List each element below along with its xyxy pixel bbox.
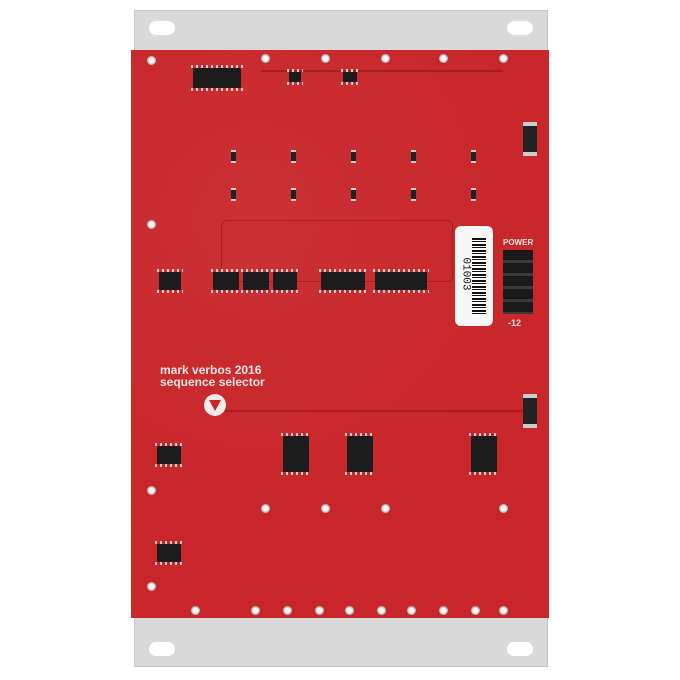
barcode-number: 01003: [459, 257, 472, 291]
solder-pad: [377, 606, 386, 615]
solder-pad: [381, 54, 390, 63]
power-polarity-label: -12: [508, 318, 522, 328]
ic-chip: [345, 433, 375, 475]
solder-pad: [499, 606, 508, 615]
transistor: [411, 150, 416, 163]
transistor: [291, 150, 296, 163]
solder-pad: [407, 606, 416, 615]
mounting-slot: [149, 642, 175, 656]
mounting-slot: [507, 642, 533, 656]
solder-pad: [439, 606, 448, 615]
capacitor: [523, 394, 537, 428]
ic-chip: [319, 269, 367, 293]
solder-pad: [191, 606, 200, 615]
transistor: [231, 188, 236, 201]
solder-pad: [147, 582, 156, 591]
ic-chip: [211, 269, 241, 293]
solder-pad: [321, 504, 330, 513]
ic-chip: [469, 433, 499, 475]
solder-pad: [261, 504, 270, 513]
solder-pad: [439, 54, 448, 63]
capacitor: [523, 122, 537, 156]
ic-chip: [287, 69, 303, 85]
solder-pad: [345, 606, 354, 615]
ic-chip: [191, 65, 243, 91]
solder-pad: [381, 504, 390, 513]
ic-chip: [281, 433, 311, 475]
barcode: [472, 238, 486, 316]
solder-pad: [315, 606, 324, 615]
transistor: [471, 150, 476, 163]
power-label: POWER: [503, 238, 534, 247]
solder-pad: [147, 486, 156, 495]
solder-pad: [147, 220, 156, 229]
ic-chip: [157, 269, 183, 293]
ic-chip: [341, 69, 359, 85]
solder-pad: [499, 504, 508, 513]
mounting-slot: [149, 21, 175, 35]
solder-pad: [499, 54, 508, 63]
solder-pad: [283, 606, 292, 615]
ic-chip: [271, 269, 299, 293]
solder-pad: [321, 54, 330, 63]
ic-chip: [241, 269, 271, 293]
transistor: [351, 188, 356, 201]
ic-chip: [373, 269, 429, 293]
transistor: [411, 188, 416, 201]
circuit-board: [131, 50, 549, 618]
brand-logo-icon: [204, 394, 226, 416]
solder-pad: [147, 56, 156, 65]
designer-silkscreen: mark verbos 2016: [160, 363, 262, 377]
mounting-slot: [507, 21, 533, 35]
transistor: [231, 150, 236, 163]
trace: [211, 410, 533, 412]
trace: [261, 70, 503, 72]
module-name-silkscreen: sequence selector: [160, 375, 265, 389]
solder-pad: [251, 606, 260, 615]
ic-chip: [155, 443, 183, 467]
solder-pad: [471, 606, 480, 615]
transistor: [471, 188, 476, 201]
ic-chip: [155, 541, 183, 565]
power-header-connector: [503, 250, 533, 314]
solder-pad: [261, 54, 270, 63]
transistor: [291, 188, 296, 201]
transistor: [351, 150, 356, 163]
